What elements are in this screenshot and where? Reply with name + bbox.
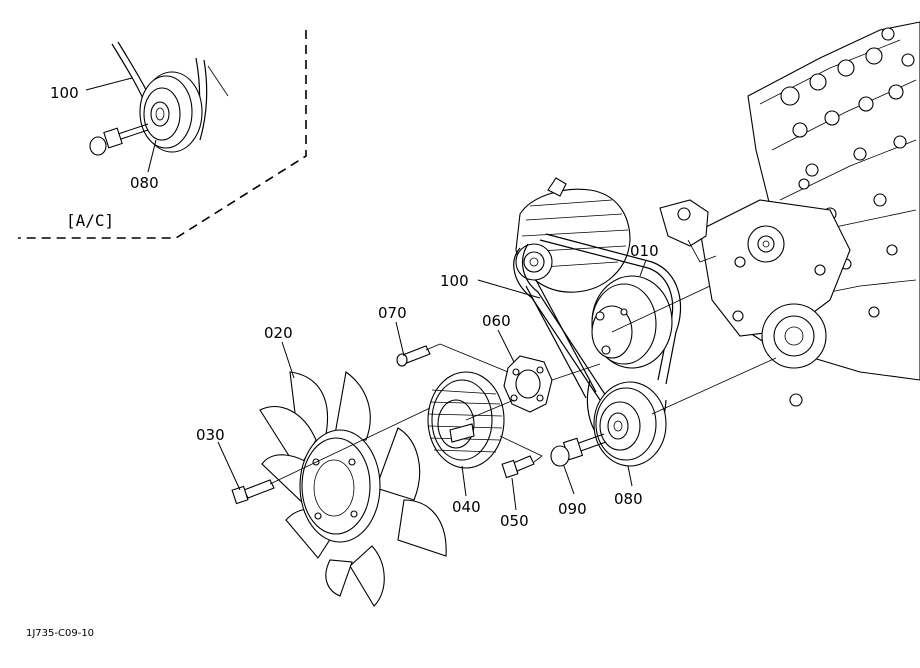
inset-bolt	[89, 123, 149, 156]
drawing-code: 1J735-C09-10	[26, 628, 94, 639]
tension-pulley	[591, 275, 673, 369]
callout-100: 100	[440, 272, 469, 290]
alternator	[515, 177, 631, 293]
callout-020: 020	[264, 324, 293, 342]
callouts: 010 100 070 060 020 030 040 050 090 080	[196, 242, 659, 530]
callout-080: 080	[614, 490, 643, 508]
callout-030: 030	[196, 426, 225, 444]
callout-050: 050	[500, 512, 529, 530]
callout-060: 060	[482, 312, 511, 330]
leader-100-inset	[85, 77, 133, 91]
inset-label: [A/C]	[66, 211, 114, 230]
callout-040: 040	[452, 498, 481, 516]
leader-080-inset	[147, 139, 157, 173]
assembly-lines	[269, 285, 777, 485]
callout-070: 070	[378, 304, 407, 322]
callout-080-inset: 080	[130, 174, 159, 192]
engine-block	[659, 21, 920, 407]
fan-mount-bolt	[231, 479, 275, 505]
callout-010: 010	[630, 242, 659, 260]
ac-inset: 100 080 [A/C]	[18, 30, 307, 239]
cooling-fan	[259, 371, 447, 607]
ac-belt	[525, 279, 597, 399]
crank-pulley	[593, 381, 667, 467]
fan-bolt	[501, 455, 535, 479]
inset-border	[18, 30, 307, 239]
fan-clutch-bolt	[396, 345, 431, 367]
callout-090: 090	[558, 500, 587, 518]
crank-bolt	[550, 433, 607, 467]
fan-flange	[503, 355, 553, 413]
inset-pulley	[139, 71, 203, 153]
callout-100-inset: 100	[50, 84, 79, 102]
